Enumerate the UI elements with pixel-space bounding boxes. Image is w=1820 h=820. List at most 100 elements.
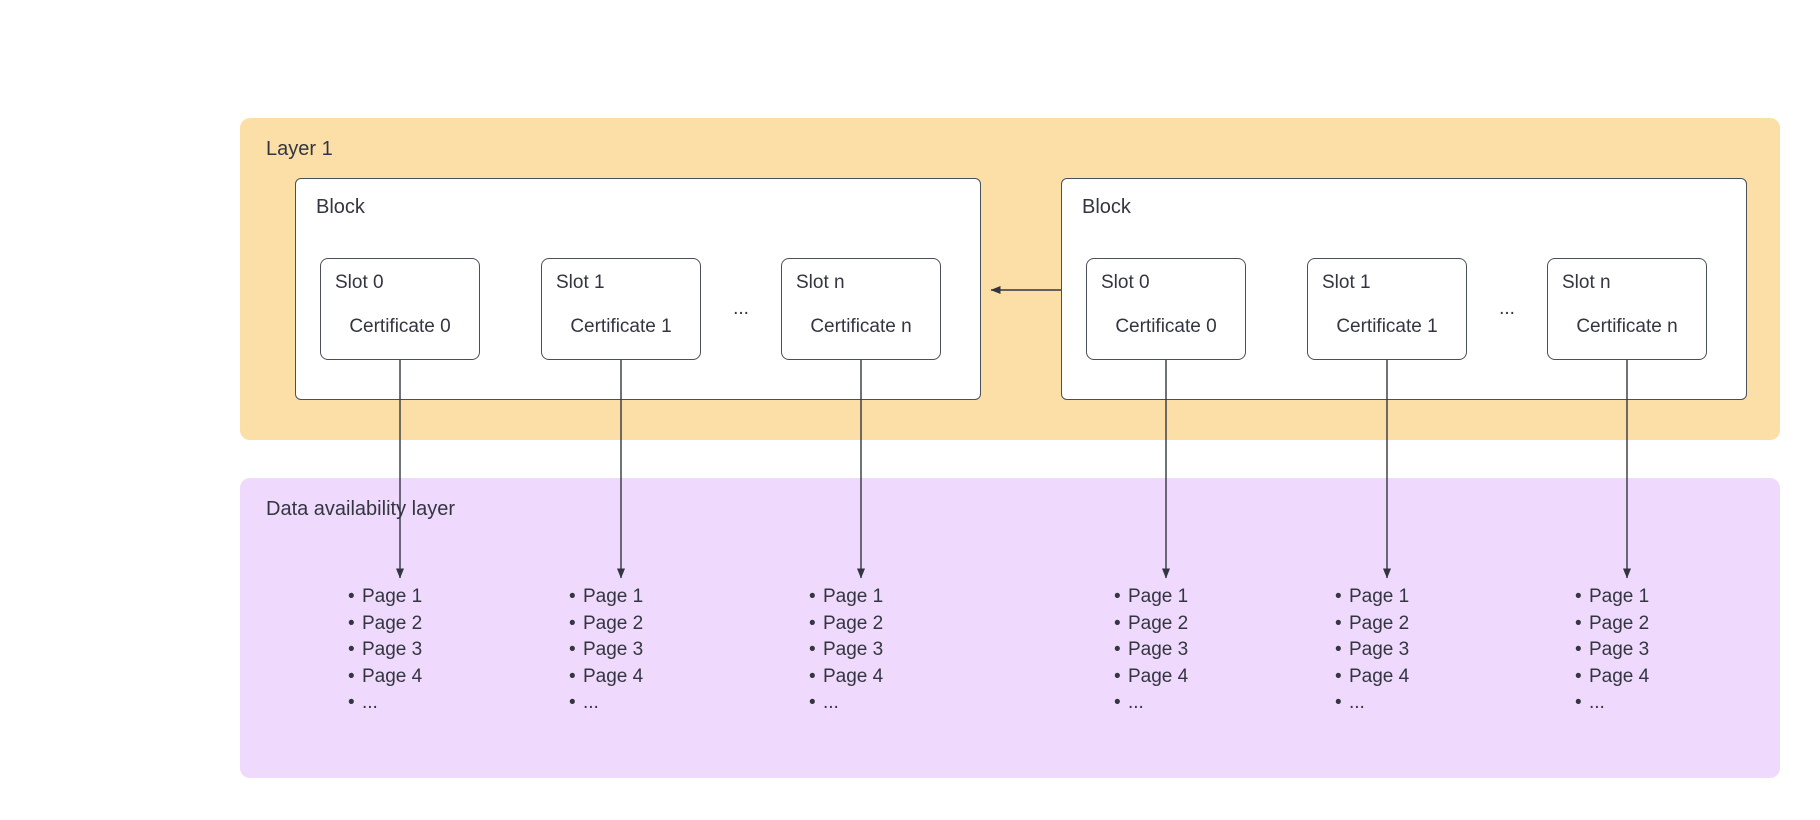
slot-right-n-certificate: Certificate n bbox=[1576, 316, 1678, 337]
bullet-icon: • bbox=[1114, 639, 1121, 661]
slot-right-n[interactable]: Slot n Certificate n bbox=[1547, 258, 1707, 360]
bullet-icon: • bbox=[1114, 692, 1121, 714]
page-list-right-1: •Page 1•Page 2•Page 3•Page 4•... bbox=[1335, 584, 1515, 717]
bullet-icon: • bbox=[1575, 586, 1582, 607]
bullet-icon: • bbox=[348, 586, 355, 607]
bullet-icon: • bbox=[1335, 586, 1342, 607]
bullet-icon: • bbox=[348, 692, 355, 714]
bullet-icon: • bbox=[1335, 612, 1342, 634]
page-label: Page 2 bbox=[1589, 612, 1650, 634]
page-list-item: •... bbox=[809, 690, 989, 717]
page-label: Page 1 bbox=[1349, 586, 1410, 607]
page-label: Page 4 bbox=[362, 665, 423, 687]
page-list-item: •Page 4 bbox=[569, 664, 749, 691]
page-label: Page 3 bbox=[362, 639, 423, 661]
page-label: Page 3 bbox=[823, 639, 884, 661]
page-list-item: • Page 2 bbox=[1335, 611, 1515, 638]
page-list-item: • Page 2 bbox=[1114, 611, 1294, 638]
bullet-icon: • bbox=[809, 665, 816, 687]
page-list-item: • Page 3 bbox=[348, 637, 528, 664]
page-list-item: • Page 4 bbox=[1575, 664, 1755, 691]
slot-right-n-label: Slot n bbox=[1562, 272, 1611, 293]
bullet-icon: • bbox=[1575, 665, 1582, 687]
bullet-icon: • bbox=[569, 692, 576, 714]
page-list-item: •Page 3 bbox=[1335, 637, 1515, 664]
layer-1-title: Layer 1 bbox=[266, 138, 333, 160]
page-label: Page 2 bbox=[1128, 612, 1189, 634]
bullet-icon: • bbox=[569, 665, 576, 687]
slot-left-n[interactable]: Slot n Certificate n bbox=[781, 258, 941, 360]
page-label: Page 1 bbox=[823, 586, 884, 607]
page-label: ... bbox=[1128, 692, 1144, 714]
page-label: Page 1 bbox=[362, 586, 423, 607]
page-list-item: •Page 2 bbox=[1575, 611, 1755, 638]
bullet-icon: • bbox=[809, 586, 816, 607]
page-label: ... bbox=[362, 692, 378, 714]
page-list-item: •Page 3 bbox=[809, 637, 989, 664]
bullet-icon: • bbox=[348, 665, 355, 687]
page-label: Page 2 bbox=[823, 612, 884, 634]
slot-left-0-label: Slot 0 bbox=[335, 272, 384, 293]
bullet-icon: • bbox=[1335, 639, 1342, 661]
page-list-right-0: •Page 1•Page 2•Page 3•Page 4•... bbox=[1114, 584, 1294, 717]
page-list-item: • Page 3 bbox=[1114, 637, 1294, 664]
page-list-item: • Page 2 bbox=[809, 611, 989, 638]
page-label: Page 4 bbox=[823, 665, 884, 687]
slot-right-1[interactable]: Slot 1 Certificate 1 bbox=[1307, 258, 1467, 360]
slot-right-1-label: Slot 1 bbox=[1322, 272, 1371, 293]
bullet-icon: • bbox=[569, 612, 576, 634]
block-right-title: Block bbox=[1082, 196, 1131, 218]
page-label: Page 3 bbox=[583, 639, 644, 661]
page-label: ... bbox=[1349, 692, 1365, 714]
page-label: Page 1 bbox=[1128, 586, 1189, 607]
page-list-item: • Page 1 bbox=[569, 584, 749, 611]
bullet-icon: • bbox=[1335, 692, 1342, 714]
bullet-icon: • bbox=[809, 612, 816, 634]
page-list-item: • Page 1 bbox=[1335, 584, 1515, 611]
slot-right-ellipsis: ... bbox=[1499, 298, 1515, 319]
page-list-item: •Page 2 bbox=[569, 611, 749, 638]
bullet-icon: • bbox=[1575, 692, 1582, 714]
block-left-title: Block bbox=[316, 196, 365, 218]
bullet-icon: • bbox=[569, 586, 576, 607]
page-list-item: •Page 3 bbox=[569, 637, 749, 664]
bullet-icon: • bbox=[1114, 586, 1121, 607]
page-list-item: •... bbox=[569, 690, 749, 717]
page-list-item: •Page 4 bbox=[1114, 664, 1294, 691]
page-label: Page 4 bbox=[1589, 665, 1650, 687]
page-list-item: •Page 1 bbox=[1575, 584, 1755, 611]
page-label: Page 3 bbox=[1128, 639, 1189, 661]
page-list-item: • Page 4 bbox=[1335, 664, 1515, 691]
slot-left-1-certificate: Certificate 1 bbox=[570, 316, 672, 337]
page-label: Page 4 bbox=[1349, 665, 1410, 687]
slot-right-0-label: Slot 0 bbox=[1101, 272, 1150, 293]
page-list-item: • Page 4 bbox=[809, 664, 989, 691]
page-list-item: • Page 4 bbox=[348, 664, 528, 691]
bullet-icon: • bbox=[1335, 665, 1342, 687]
page-list-item: •Page 2 bbox=[348, 611, 528, 638]
slot-left-n-certificate: Certificate n bbox=[810, 316, 912, 337]
page-label: Page 2 bbox=[1349, 612, 1410, 634]
page-label: ... bbox=[583, 692, 599, 714]
page-list-item: •... bbox=[1114, 690, 1294, 717]
page-list-left-0: •Page 1•Page 2•Page 3•Page 4•... bbox=[348, 584, 528, 717]
data-availability-title: Data availability layer bbox=[266, 498, 455, 520]
data-availability-band: Data availability layer bbox=[240, 478, 1780, 778]
page-list-item: • Page 1 bbox=[809, 584, 989, 611]
bullet-icon: • bbox=[1114, 612, 1121, 634]
page-label: Page 1 bbox=[583, 586, 644, 607]
bullet-icon: • bbox=[809, 692, 816, 714]
page-label: ... bbox=[823, 692, 839, 714]
slot-left-0-certificate: Certificate 0 bbox=[349, 316, 451, 337]
slot-left-1[interactable]: Slot 1 Certificate 1 bbox=[541, 258, 701, 360]
bullet-icon: • bbox=[348, 639, 355, 661]
slot-left-1-label: Slot 1 bbox=[556, 272, 605, 293]
page-list-item: • Page 1 bbox=[348, 584, 528, 611]
slot-left-ellipsis: ... bbox=[733, 298, 749, 319]
slot-right-1-certificate: Certificate 1 bbox=[1336, 316, 1438, 337]
slot-left-0[interactable]: Slot 0 Certificate 0 bbox=[320, 258, 480, 360]
slot-left-n-label: Slot n bbox=[796, 272, 845, 293]
slot-right-0[interactable]: Slot 0 Certificate 0 bbox=[1086, 258, 1246, 360]
page-list-left-n: •Page 1•Page 2•Page 3•Page 4•... bbox=[809, 584, 989, 717]
